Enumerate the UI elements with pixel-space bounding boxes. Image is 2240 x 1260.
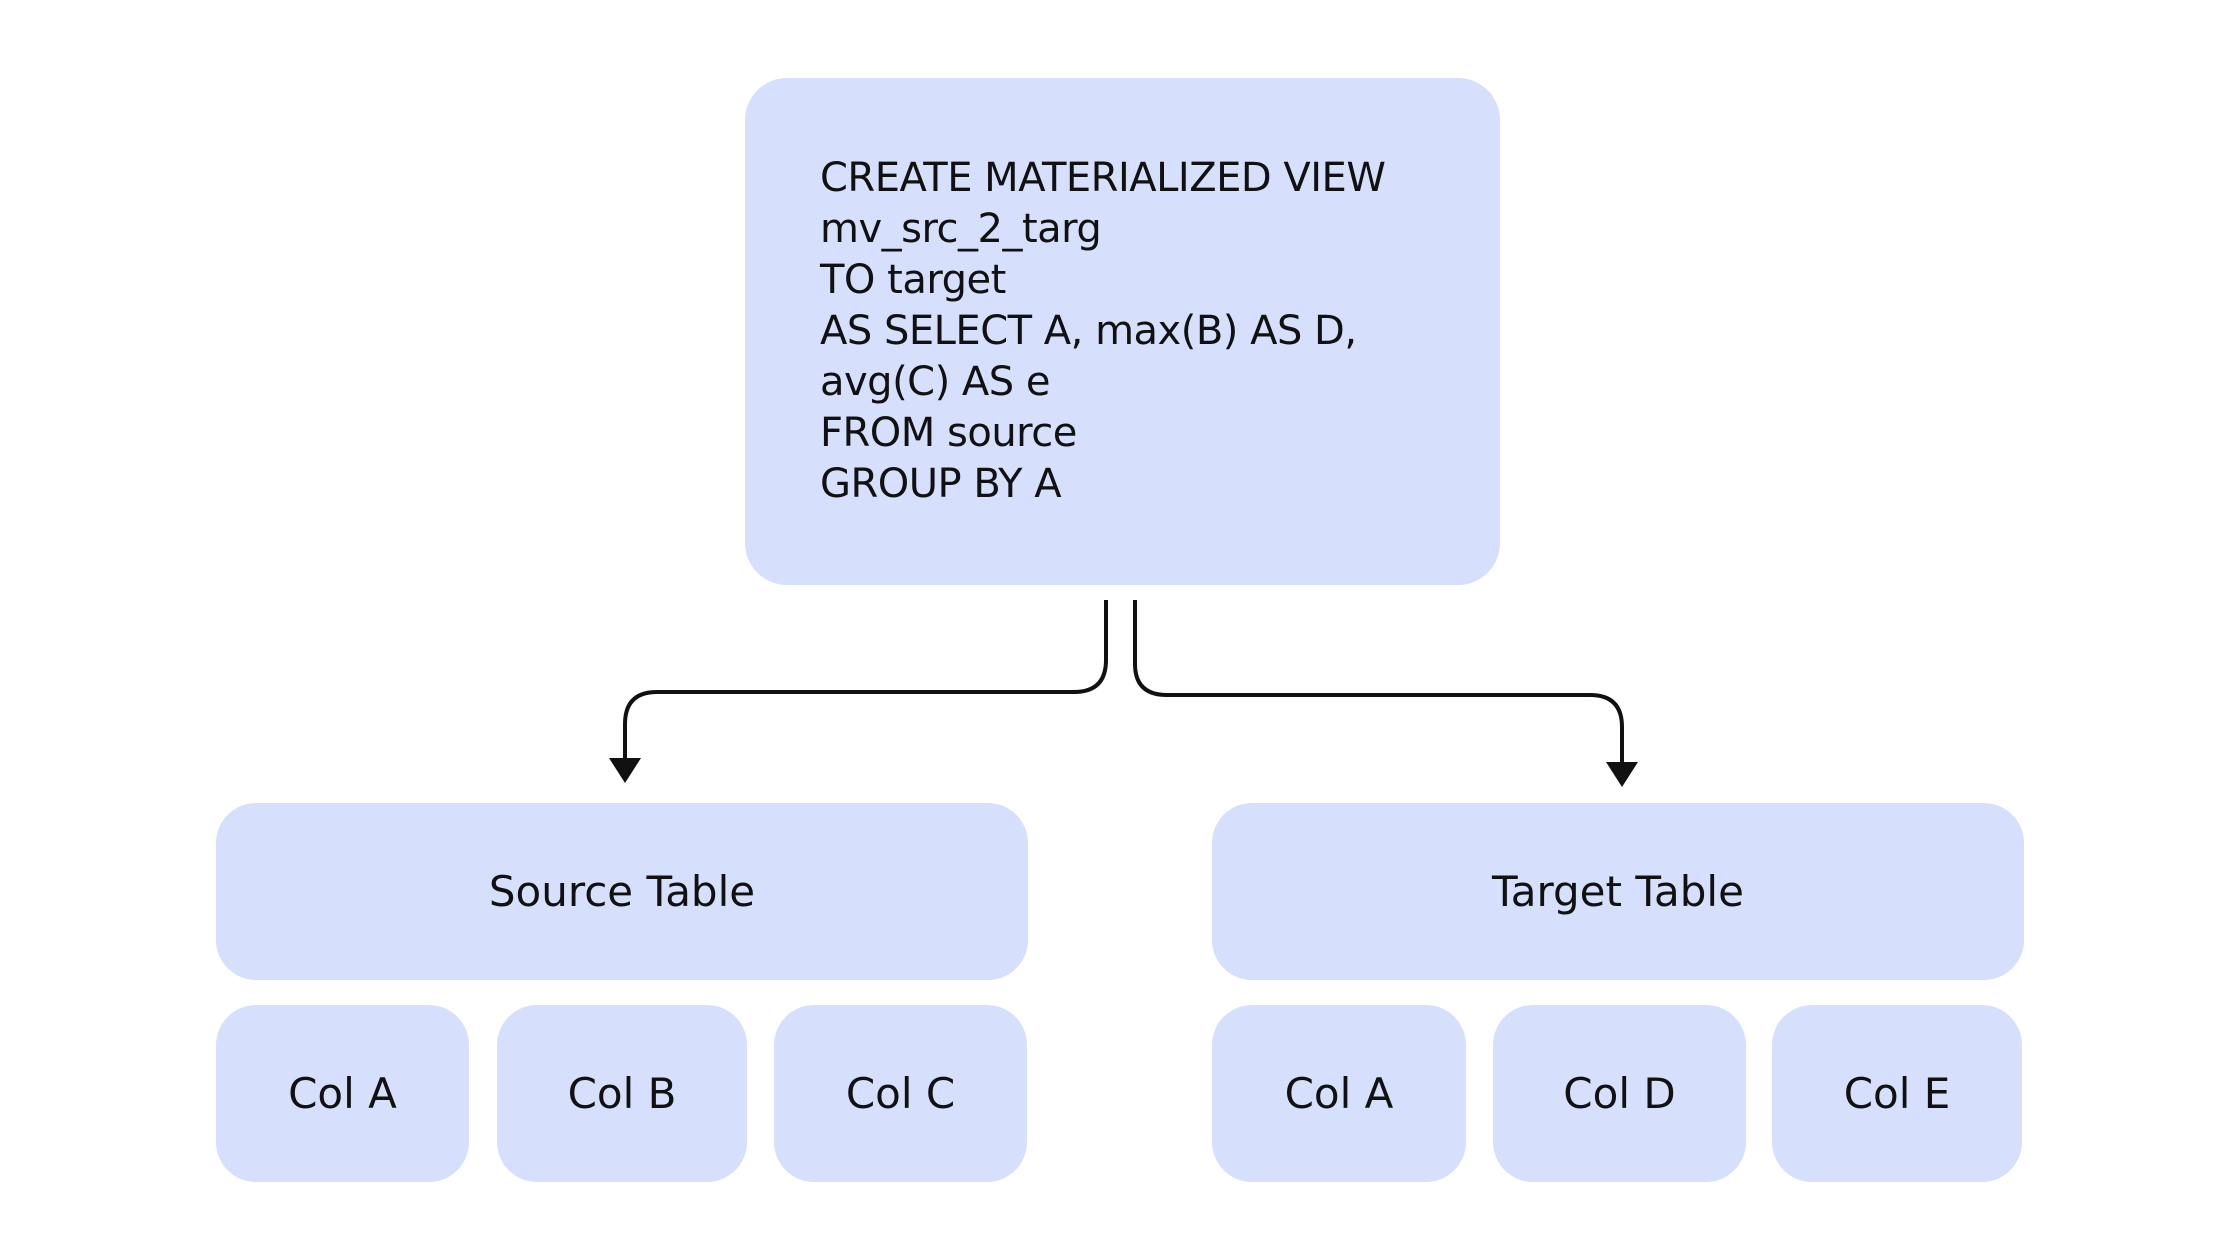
sql-line: FROM source: [820, 410, 1077, 456]
column-label: Col B: [567, 1069, 677, 1118]
target-column-e: Col E: [1772, 1005, 2022, 1182]
sql-line: CREATE MATERIALIZED VIEW: [820, 155, 1386, 201]
column-label: Col A: [1284, 1069, 1394, 1118]
target-table-title: Target Table: [1492, 867, 1744, 916]
arrow-head-source: [609, 758, 641, 783]
target-column-d: Col D: [1493, 1005, 1746, 1182]
column-label: Col D: [1563, 1069, 1676, 1118]
column-label: Col C: [845, 1069, 956, 1118]
target-table-box: Target Table: [1212, 803, 2024, 980]
target-column-a: Col A: [1212, 1005, 1466, 1182]
arrow-to-source-table: [623, 600, 1108, 762]
source-table-box: Source Table: [216, 803, 1028, 980]
sql-line: AS SELECT A, max(B) AS D,: [820, 308, 1357, 354]
source-column-a: Col A: [216, 1005, 469, 1182]
materialized-view-query-box: CREATE MATERIALIZED VIEW mv_src_2_targ T…: [745, 78, 1500, 585]
source-column-b: Col B: [497, 1005, 747, 1182]
arrow-to-target-table: [1133, 600, 1624, 764]
sql-line: avg(C) AS e: [820, 359, 1051, 405]
source-table-title: Source Table: [488, 867, 756, 916]
source-column-c: Col C: [774, 1005, 1027, 1182]
sql-line: mv_src_2_targ: [820, 206, 1102, 252]
sql-line: TO target: [820, 257, 1006, 303]
column-label: Col A: [288, 1069, 397, 1118]
arrow-head-target: [1606, 762, 1638, 787]
sql-line: GROUP BY A: [820, 461, 1062, 507]
column-label: Col E: [1843, 1069, 1951, 1118]
